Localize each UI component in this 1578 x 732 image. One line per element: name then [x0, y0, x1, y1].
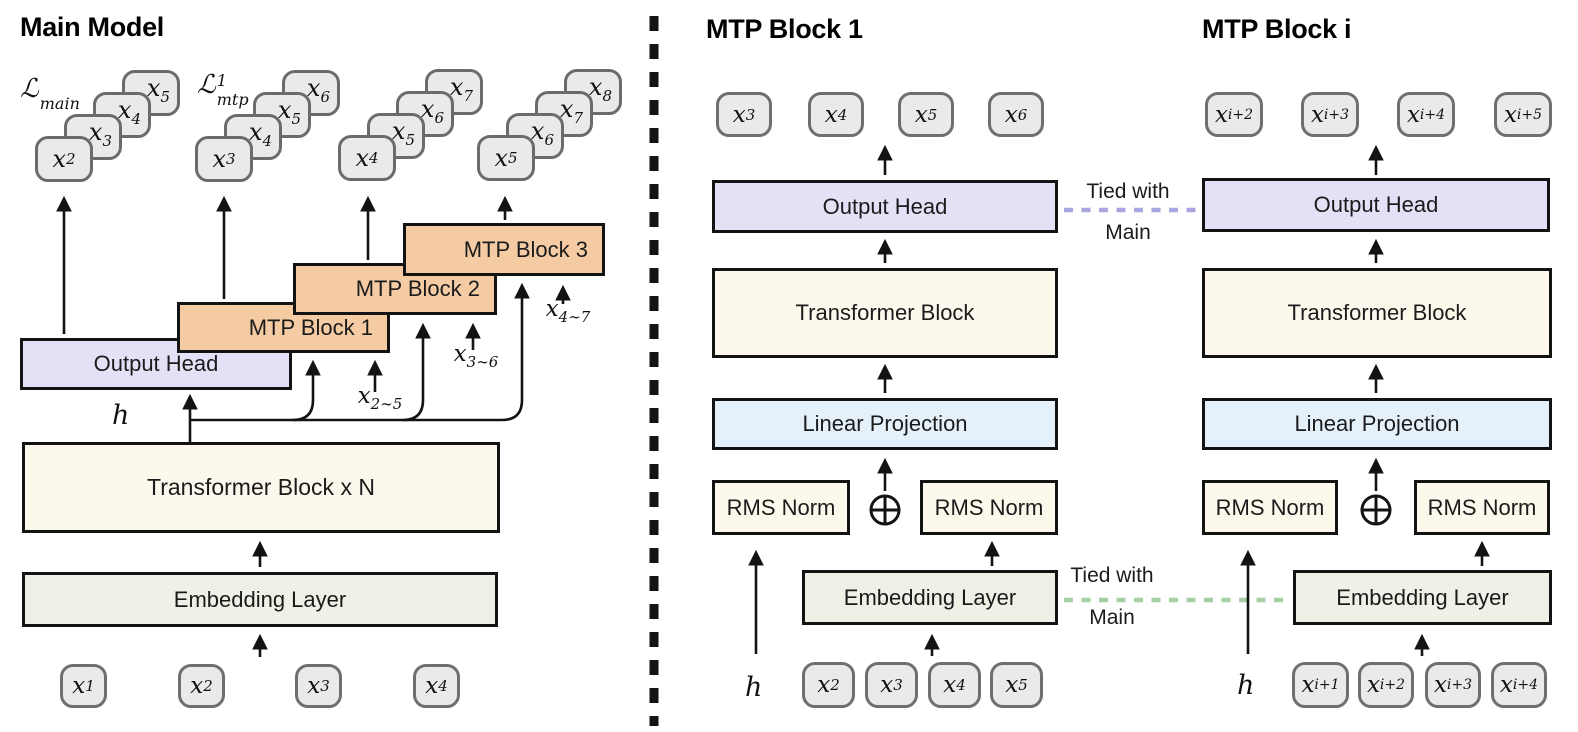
oplus-mtp1 [869, 494, 901, 526]
mtpi-transformer-box: Transformer Block [1202, 268, 1552, 358]
mtp1-rms-norm-left-box: RMS Norm [712, 480, 850, 535]
h-branch-to-mtp1 [292, 359, 321, 422]
x4-7-label: x4∼7 [545, 296, 591, 326]
oplus-mtpi [1360, 494, 1392, 526]
mtp-block-1-title: MTP Block 1 [706, 14, 863, 44]
mtp1-linear-projection-box: Linear Projection [712, 398, 1058, 450]
tie-embedding-line1: Tied with [1070, 564, 1154, 587]
tie-output-line1: Tied with [1086, 180, 1170, 203]
h-label-main: h [112, 400, 130, 431]
mtpi-embedding-box: Embedding Layer [1293, 570, 1552, 625]
mtpi-rms-norm-left-box: RMS Norm [1202, 480, 1338, 535]
x2-5-label: x2∼5 [357, 383, 403, 413]
main-model-title: Main Model [20, 12, 164, 42]
h-label-mtpi: h [1237, 670, 1255, 701]
mtp-block-3-box: MTP Block 3 [403, 223, 605, 276]
script-L: ℒ [20, 74, 39, 104]
token-card: x4 [93, 92, 151, 138]
mtp1-embedding-box: Embedding Layer [802, 570, 1058, 625]
tie-output-line2: Main [1105, 221, 1151, 244]
x3-6-label: x3∼6 [453, 341, 499, 371]
mtp1-output-head-box: Output Head [712, 180, 1058, 233]
mtpi-linear-projection-box: Linear Projection [1202, 398, 1552, 450]
mtp1-transformer-box: Transformer Block [712, 268, 1058, 358]
script-L: ℒ [197, 70, 216, 100]
tie-embedding-line2: Main [1089, 606, 1135, 629]
h-label-mtp1: h [745, 672, 763, 703]
mtp1-rms-norm-right-box: RMS Norm [920, 480, 1058, 535]
main-transformer-box: Transformer Block x N [22, 442, 500, 533]
mtpi-output-head-box: Output Head [1202, 178, 1550, 232]
mtpi-rms-norm-right-box: RMS Norm [1414, 480, 1550, 535]
main-embedding-box: Embedding Layer [22, 572, 498, 627]
mtp-block-i-title: MTP Block i [1202, 14, 1352, 44]
